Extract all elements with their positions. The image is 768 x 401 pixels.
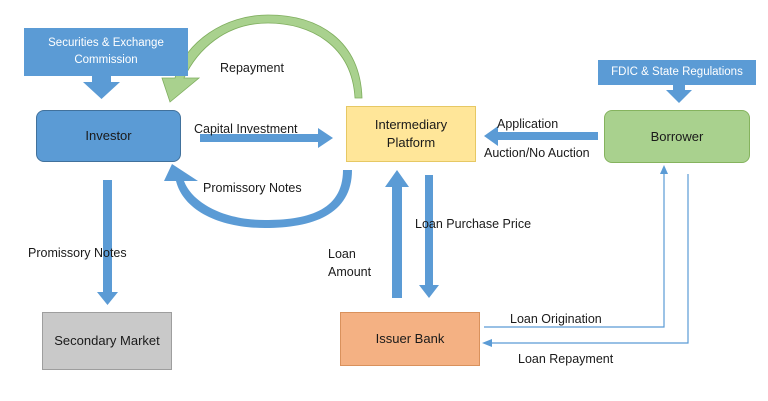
capital-investment-arrow [200, 128, 333, 148]
capital-investment-label: Capital Investment [194, 122, 298, 136]
investor-label: Investor [85, 128, 132, 144]
secondary-market-box: Secondary Market [42, 312, 172, 370]
loan-label: Loan [328, 247, 356, 261]
issuer-bank-box: Issuer Bank [340, 312, 480, 366]
promissory-notes-curve-arrow [164, 164, 352, 228]
application-arrow [484, 126, 598, 146]
loan-repayment-line [490, 174, 689, 344]
issuer-bank-label: Issuer Bank [375, 331, 445, 347]
investor-to-market-arrow [97, 180, 118, 305]
loan-repayment-label: Loan Repayment [518, 352, 614, 366]
borrower-label: Borrower [650, 128, 704, 144]
promissory-notes-platform-label: Promissory Notes [203, 181, 302, 195]
fdic-down-arrow [666, 84, 692, 103]
loan-repayment-arrowhead [482, 339, 492, 347]
borrower-box: Borrower [604, 110, 750, 163]
application-label: Application [497, 117, 559, 131]
loan-purchase-price-arrow [419, 175, 439, 298]
amount-label: Amount [328, 265, 372, 279]
loan-origination-arrowhead [660, 165, 668, 174]
loan-origination-line [484, 172, 665, 328]
loan-amount-arrow [385, 170, 409, 298]
repayment-label: Repayment [220, 61, 284, 75]
secondary-market-label: Secondary Market [54, 333, 160, 349]
platform-label: Intermediary Platform [374, 117, 448, 150]
promissory-notes-market-label: Promissory Notes [28, 246, 127, 260]
fdic-label: FDIC & State Regulations [611, 66, 743, 79]
sec-down-arrow [83, 76, 120, 99]
auction-label: Auction/No Auction [484, 146, 590, 160]
loan-purchase-price-label: Loan Purchase Price [415, 217, 532, 231]
loan-origination-label: Loan Origination [510, 312, 602, 326]
sec-box: Securities & Exchange Commission [24, 28, 188, 76]
repayment-curve-arrow [161, 14, 363, 103]
sec-label: Securities & Exchange Commission [48, 37, 164, 66]
investor-box: Investor [36, 110, 181, 162]
fdic-box: FDIC & State Regulations [598, 60, 756, 85]
platform-box: Intermediary Platform [346, 106, 476, 162]
